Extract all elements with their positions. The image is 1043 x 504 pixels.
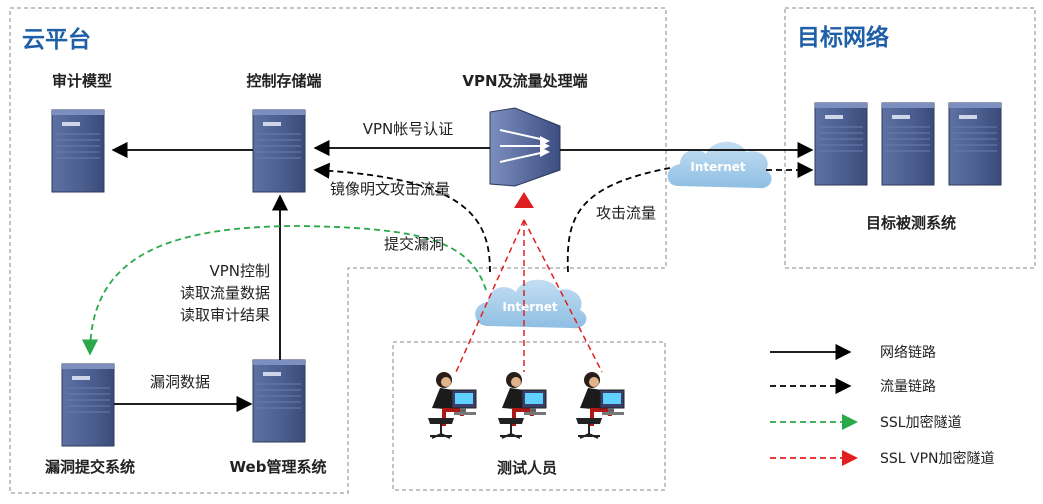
internet-cloud-top-label: Internet bbox=[690, 160, 745, 174]
ssl-tunnel-submit bbox=[81, 225, 487, 356]
traffic-mirror bbox=[313, 162, 491, 273]
vpn-traffic-label: VPN及流量处理端 bbox=[462, 72, 587, 90]
vpn-auth-label: VPN帐号认证 bbox=[363, 120, 454, 138]
target-server-3-icon bbox=[948, 102, 1002, 186]
submit-vuln-label: 提交漏洞 bbox=[384, 235, 444, 253]
vpn-control-label-3: 读取审计结果 bbox=[180, 306, 270, 324]
control-storage-label: 控制存储端 bbox=[246, 72, 321, 90]
internet-cloud-top: Internet bbox=[667, 141, 772, 189]
legend-arrow-ssl-icon bbox=[842, 414, 858, 430]
audit-model-server-icon bbox=[51, 109, 105, 193]
tester-2-icon bbox=[497, 371, 547, 439]
audit-model-label: 审计模型 bbox=[52, 72, 112, 90]
control-storage-server-icon bbox=[252, 109, 306, 193]
testers-region bbox=[392, 341, 666, 491]
tester-1-icon bbox=[427, 371, 477, 439]
vuln-submit-label: 漏洞提交系统 bbox=[45, 458, 135, 476]
legend-label-ssl: SSL加密隧道 bbox=[880, 414, 962, 431]
target-systems-label: 目标被测系统 bbox=[866, 214, 956, 232]
ssl-vpn-tunnels bbox=[455, 192, 603, 373]
cloud-platform-region bbox=[9, 7, 667, 494]
legend: 网络链路 流量链路 SSL加密隧道 SSL VPN加密隧道 bbox=[770, 343, 995, 467]
cloud-platform-title: 云平台 bbox=[22, 26, 91, 53]
legend-label-network: 网络链路 bbox=[880, 345, 936, 361]
tester-3-icon bbox=[575, 371, 625, 439]
legend-arrow-sslvpn-icon bbox=[842, 450, 858, 466]
vuln-submit-server-icon bbox=[61, 363, 115, 447]
legend-label-traffic: 流量链路 bbox=[880, 379, 936, 395]
internet-cloud-mid: Internet bbox=[475, 279, 587, 329]
target-network-title: 目标网络 bbox=[797, 24, 889, 51]
vpn-device-icon bbox=[489, 107, 561, 187]
vpn-control-label-1: VPN控制 bbox=[209, 262, 270, 280]
internet-cloud-mid-label: Internet bbox=[502, 300, 557, 314]
traffic-attack bbox=[566, 167, 671, 273]
web-mgmt-server-icon bbox=[252, 359, 306, 443]
target-server-2-icon bbox=[881, 102, 935, 186]
mirror-traffic-label: 镜像明文攻击流量 bbox=[330, 180, 450, 198]
legend-label-sslvpn: SSL VPN加密隧道 bbox=[880, 450, 995, 467]
vuln-data-label: 漏洞数据 bbox=[150, 373, 210, 391]
target-network-region bbox=[784, 7, 1036, 269]
web-mgmt-label: Web管理系统 bbox=[230, 458, 327, 476]
attack-traffic-label: 攻击流量 bbox=[596, 204, 656, 222]
testers-label: 测试人员 bbox=[497, 459, 557, 477]
vpn-control-label-2: 读取流量数据 bbox=[180, 284, 270, 302]
target-server-1-icon bbox=[814, 102, 868, 186]
